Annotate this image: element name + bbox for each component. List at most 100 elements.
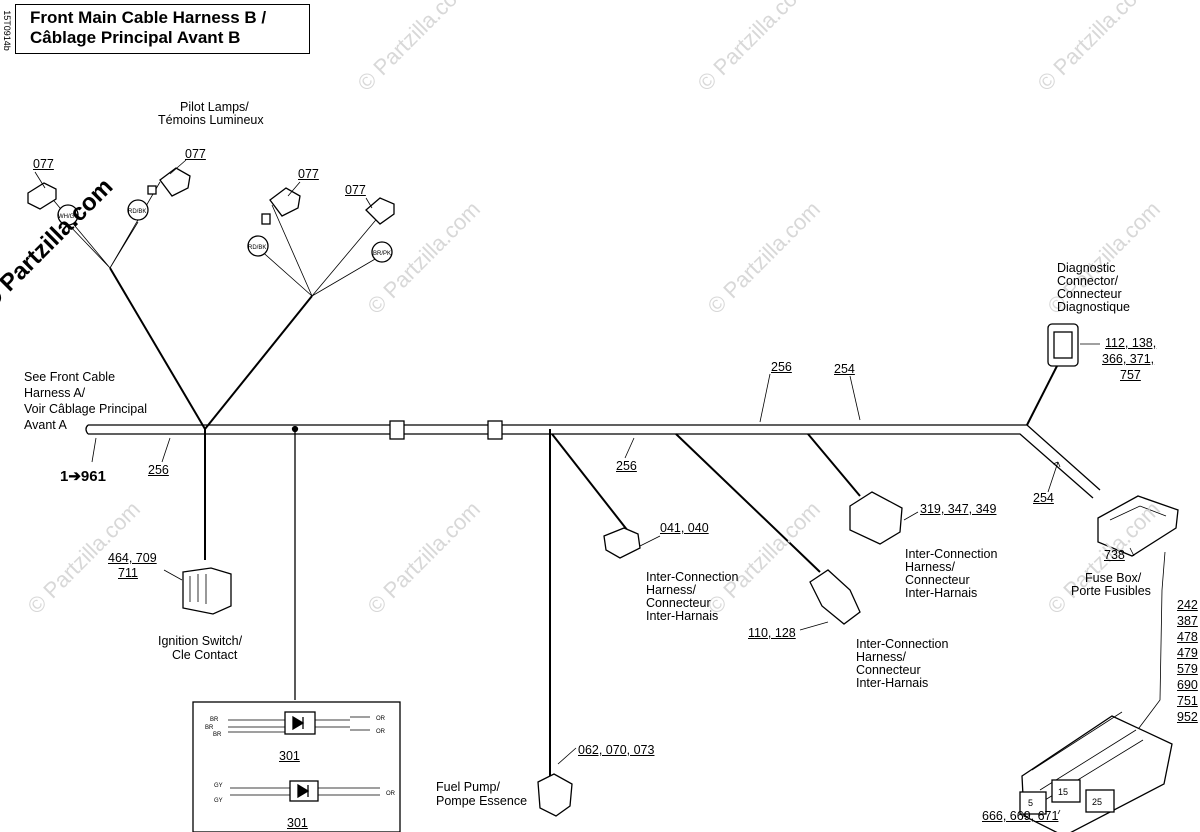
ref-1-961[interactable]: 1➔961 xyxy=(60,468,106,485)
interconn-2-label-2: Harness/ xyxy=(856,650,907,664)
ref-lamp-c[interactable]: 077 xyxy=(298,167,319,181)
interconn-1-label-1: Inter-Connection xyxy=(646,570,739,584)
ref-diagnostic-3[interactable]: 757 xyxy=(1120,368,1141,382)
ref-diagnostic-1[interactable]: 112, 138, xyxy=(1105,336,1157,350)
diode1-wire-r2: OR xyxy=(376,729,385,735)
ref-lamp-a[interactable]: 077 xyxy=(33,157,54,171)
ref-fuse-list[interactable]: 690 xyxy=(1177,678,1198,692)
interconn-3-label-4: Inter-Harnais xyxy=(905,586,978,600)
ref-254-top[interactable]: 254 xyxy=(834,362,855,376)
ref-diode-2[interactable]: 301 xyxy=(287,816,308,830)
see-front-cable-1: See Front Cable xyxy=(24,370,116,384)
ref-lamp-d[interactable]: 077 xyxy=(345,183,366,197)
pilot-lamp-branch-left xyxy=(109,267,206,430)
ref-256-mid[interactable]: 256 xyxy=(616,459,637,473)
diode2-wire-r1: OR xyxy=(386,791,395,797)
fuse-pin-label: 5 xyxy=(1028,798,1034,808)
interconn-1-label-2: Harness/ xyxy=(646,583,697,597)
fuse-box-label-2: Porte Fusibles xyxy=(1071,584,1151,598)
ref-fuse-list[interactable]: 751 xyxy=(1177,694,1198,708)
see-front-cable-2: Harness A/ xyxy=(24,386,86,400)
wire-code-c: RD/BK xyxy=(248,245,267,251)
ref-256-left[interactable]: 256 xyxy=(148,463,169,477)
pilot-lamp-d xyxy=(365,197,395,225)
interconn-3-label-2: Harness/ xyxy=(905,560,956,574)
wire-code-d: BR/PK xyxy=(373,251,392,257)
fuel-pump-connector xyxy=(537,773,573,817)
diode1-wire-r1: OR xyxy=(376,716,385,722)
ref-fuse-connector[interactable]: 666, 669, 671 xyxy=(982,809,1059,823)
interconn-branch-3 xyxy=(807,433,861,497)
diode2-wire-l1: GY xyxy=(214,783,223,789)
fuel-pump-label-2: Pompe Essence xyxy=(436,794,528,808)
ref-254-branch[interactable]: 254 xyxy=(1033,491,1054,505)
ref-ignition-2[interactable]: 711 xyxy=(118,566,138,580)
ref-interconn-1[interactable]: 041, 040 xyxy=(660,521,709,535)
diagnostic-label-3: Connecteur xyxy=(1057,287,1122,301)
ignition-switch-connector xyxy=(182,567,232,615)
see-front-cable-3: Voir Câblage Principal xyxy=(24,402,147,416)
diagnostic-label-4: Diagnostique xyxy=(1057,300,1130,314)
fuel-pump-label-1: Fuel Pump/ xyxy=(436,780,500,794)
ref-diagnostic-2[interactable]: 366, 371, xyxy=(1102,352,1155,366)
diagnostic-branch xyxy=(1026,363,1059,426)
main-harness-bottom-line xyxy=(88,433,1094,499)
fuse-box xyxy=(1097,495,1179,557)
wire-code-circle-c xyxy=(247,235,269,257)
ref-fuse-list[interactable]: 952 xyxy=(1177,710,1198,724)
interconn-2-label-3: Connecteur xyxy=(856,663,921,677)
interconn-1-label-3: Connecteur xyxy=(646,596,711,610)
interconn-2-label-4: Inter-Harnais xyxy=(856,676,929,690)
harness-end-left xyxy=(85,424,89,435)
diode1-wire-l1: BR xyxy=(210,717,219,723)
harness-clip-1 xyxy=(389,420,405,440)
main-harness-top-line xyxy=(88,424,1101,491)
ref-fuse-list[interactable]: 242 xyxy=(1177,598,1198,612)
interconn-branch-2 xyxy=(675,433,821,573)
document-id: 15T0914b xyxy=(1,10,12,51)
diode-inset-frame xyxy=(192,701,401,832)
ref-diode-1[interactable]: 301 xyxy=(279,749,300,763)
wire-code-circle-a xyxy=(57,204,79,226)
ref-fuse-list[interactable]: 479 xyxy=(1177,646,1198,660)
pilot-lamp-c xyxy=(269,187,301,217)
diode2-wire-l2: GY xyxy=(214,798,223,804)
pilot-lamp-a xyxy=(27,182,57,210)
interconn-connector-3 xyxy=(849,491,903,545)
diode1-wire-l2: BR xyxy=(205,725,214,731)
interconn-connector-1 xyxy=(603,527,641,559)
fuse-box-label-1: Fuse Box/ xyxy=(1085,571,1142,585)
wire-code-a: WH/GY xyxy=(58,214,79,220)
pilot-lamps-label-2: Témoins Lumineux xyxy=(158,113,264,127)
see-front-cable-4: Avant A xyxy=(24,418,67,432)
fuse-pin-label: 25 xyxy=(1092,797,1103,807)
diagnostic-label-2: Connector/ xyxy=(1057,274,1119,288)
interconn-2-label-1: Inter-Connection xyxy=(856,637,949,651)
diagnostic-connector xyxy=(1047,323,1079,367)
ref-interconn-3[interactable]: 319, 347, 349 xyxy=(920,502,997,516)
ref-fuel-pump[interactable]: 062, 070, 073 xyxy=(578,743,655,757)
ref-fuse-list[interactable]: 579 xyxy=(1177,662,1198,676)
interconn-1-label-4: Inter-Harnais xyxy=(646,609,719,623)
wire-code-b: RD/BK xyxy=(128,209,147,215)
ref-fuse-738[interactable]: 738 xyxy=(1104,548,1125,562)
fuse-pin-label: 15 xyxy=(1058,787,1069,797)
interconn-3-label-3: Connecteur xyxy=(905,573,970,587)
diagram-title: Front Main Cable Harness B / Câblage Pri… xyxy=(15,4,310,54)
diagnostic-label-1: Diagnostic xyxy=(1057,261,1116,275)
interconn-connector-2 xyxy=(809,569,861,625)
harness-clip-2 xyxy=(487,420,503,440)
ref-256-top[interactable]: 256 xyxy=(771,360,792,374)
ignition-label-1: Ignition Switch/ xyxy=(158,634,243,648)
ref-interconn-2[interactable]: 110, 128 xyxy=(748,626,796,640)
ref-lamp-b[interactable]: 077 xyxy=(185,147,206,161)
wire-code-circle-b xyxy=(127,199,149,221)
interconn-branch-1 xyxy=(551,433,636,541)
ref-fuse-list[interactable]: 387 xyxy=(1177,614,1198,628)
title-line-1: Front Main Cable Harness B / xyxy=(30,8,267,27)
ref-ignition-1[interactable]: 464, 709 xyxy=(108,551,157,565)
ref-fuse-list[interactable]: 478 xyxy=(1177,630,1198,644)
wire-code-circle-d xyxy=(371,241,393,263)
